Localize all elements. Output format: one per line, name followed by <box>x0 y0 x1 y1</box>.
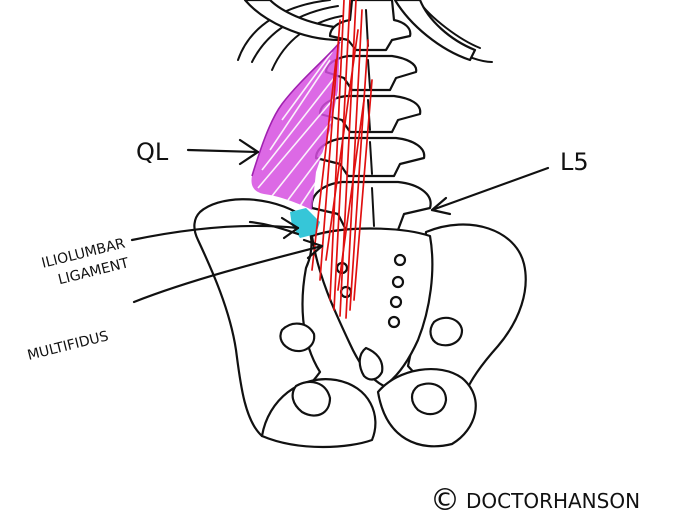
multifidus-arrow <box>132 238 324 304</box>
iliolumbar-ligament <box>290 208 320 238</box>
l5-arrow <box>430 166 550 216</box>
multifidus-label: MULTIFIDUS <box>26 328 110 364</box>
quadratus-lumborum-fibers <box>257 51 337 207</box>
copyright-author: DOCTORHANSON <box>466 489 640 513</box>
annotation-arrows <box>130 138 550 304</box>
iliolumbar-arrow <box>130 216 300 242</box>
ribs <box>237 0 493 71</box>
ql-label: QL <box>136 138 169 166</box>
iliolumbar-ligament-label: ILIOLUMBAR LIGAMENT <box>40 236 131 289</box>
ql-arrow <box>186 138 260 166</box>
l5-label: L5 <box>560 148 589 176</box>
multifidus-muscle <box>311 0 373 319</box>
quadratus-lumborum-muscle <box>251 41 341 210</box>
copyright-watermark: © DOCTORHANSON <box>430 483 640 518</box>
copyright-symbol: © <box>430 483 460 518</box>
